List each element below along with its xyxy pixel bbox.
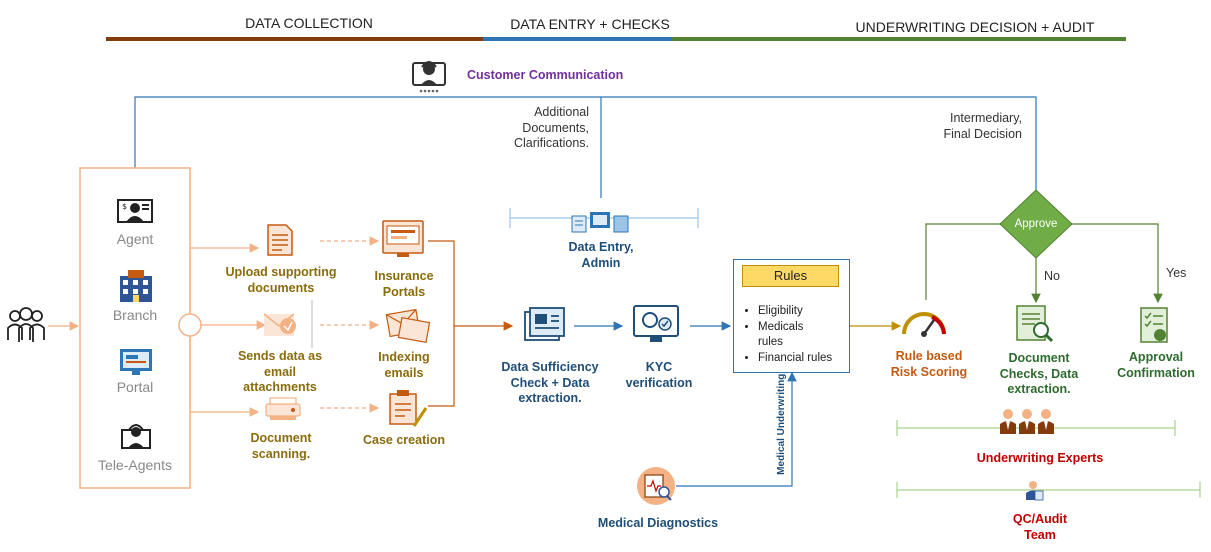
risk-scoring-label: Rule based Risk Scoring (890, 349, 968, 379)
email-attachment-icon (263, 313, 296, 336)
indexing-emails-label: Indexing emails (378, 350, 430, 380)
rule-medicals: Medicals rules (758, 320, 820, 351)
yes-label: Yes (1166, 266, 1187, 280)
risk-gauge-icon (902, 312, 946, 337)
email-attachments-label: Sends data as email attachments (237, 349, 323, 395)
data-entry-label: Data Entry, Admin (568, 240, 634, 270)
channel-tele-agents: Tele-Agents (98, 457, 172, 473)
data-entry-icon (571, 212, 629, 233)
kyc-icon (633, 305, 679, 342)
channel-portal: Portal (116, 379, 154, 395)
approval-icon (1140, 307, 1168, 343)
sufficiency-check-icon (524, 307, 565, 341)
document-scanning-label: Document scanning. (250, 431, 312, 461)
customer-communication-label: Customer Communication (467, 68, 624, 82)
approval-confirmation-label: Approval Confirmation (1117, 350, 1195, 380)
intermediary-note: Intermediary, Final Decision (943, 111, 1022, 141)
svg-text:$: $ (122, 202, 127, 211)
customer-group-icon (7, 307, 45, 342)
underwriting-experts-label: Underwriting Experts (976, 451, 1104, 465)
auditor-icon (1026, 481, 1044, 501)
phase-underwriting: UNDERWRITING DECISION + AUDIT (855, 19, 1095, 35)
data-sufficiency-label: Data Sufficiency Check + Data extraction… (501, 360, 599, 406)
portal-screen-icon (382, 220, 424, 257)
kyc-label: KYC verification (625, 360, 693, 390)
qc-audit-label: QC/Audit Team (1012, 512, 1068, 542)
case-creation-icon (389, 390, 428, 427)
upload-documents-label: Upload supporting documents (225, 265, 337, 295)
additional-documents-note: Additional Documents, Clarifications. (513, 105, 589, 151)
agent-icon: $ (117, 199, 153, 223)
channel-agent: Agent (116, 231, 154, 247)
medical-underwriting-label: Medical Underwriting (775, 373, 787, 475)
approve-label: Approve (1014, 218, 1058, 230)
upload-document-icon (267, 224, 293, 256)
rule-financial: Financial rules (758, 351, 832, 367)
indexing-email-icon (385, 308, 431, 343)
portal-icon (120, 349, 152, 375)
collection-bracket (428, 240, 455, 407)
case-creation-label: Case creation (363, 433, 445, 447)
rules-list: Eligibility Medicals rules Financial rul… (744, 304, 832, 366)
experts-icon (1000, 409, 1054, 434)
branch-icon (120, 270, 152, 302)
customer-support-icon (412, 61, 446, 93)
phase-data-collection: DATA COLLECTION (245, 15, 373, 31)
diagnostics-icon (637, 467, 675, 505)
rules-box: Rules Eligibility Medicals rules Financi… (733, 259, 850, 373)
insurance-portals-label: Insurance Portals (374, 269, 434, 299)
scanner-icon (265, 397, 301, 420)
channel-branch: Branch (112, 307, 158, 323)
document-check-icon (1016, 305, 1054, 343)
document-checks-label: Document Checks, Data extraction. (999, 351, 1079, 397)
phase-data-entry: DATA ENTRY + CHECKS (510, 16, 670, 32)
rules-title: Rules (742, 265, 839, 287)
rule-eligibility: Eligibility (758, 304, 832, 320)
medical-diagnostics-label: Medical Diagnostics (597, 516, 719, 530)
tele-agent-icon (121, 424, 151, 449)
no-label: No (1044, 269, 1060, 283)
communication-loop (134, 96, 1037, 190)
